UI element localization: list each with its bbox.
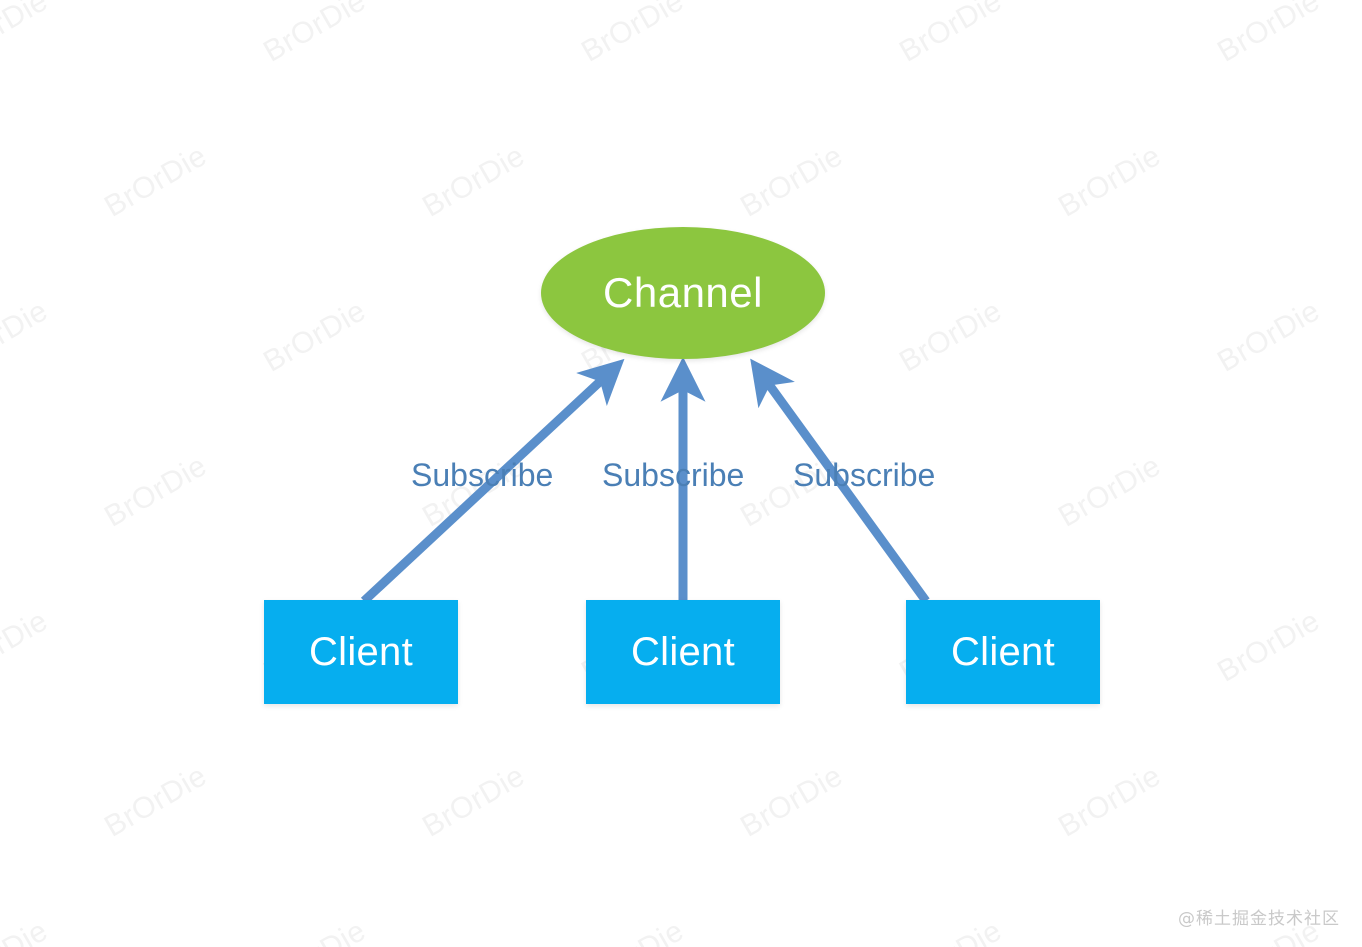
edge-label-middle: Subscribe xyxy=(602,457,745,493)
edge-arrow-left xyxy=(360,358,625,605)
channel-node[interactable]: Channel xyxy=(541,227,825,359)
edge-arrow-right xyxy=(750,358,930,604)
client-node-left[interactable]: Client xyxy=(264,600,458,704)
client-node-right[interactable]: Client xyxy=(906,600,1100,704)
edge-label-left: Subscribe xyxy=(411,457,554,493)
channel-node-label: Channel xyxy=(603,269,763,316)
edge-label-right: Subscribe xyxy=(793,457,936,493)
client-node-middle[interactable]: Client xyxy=(586,600,780,704)
client-node-label: Client xyxy=(630,630,736,674)
source-credit: @稀土掘金技术社区 xyxy=(1178,909,1340,929)
client-node-label: Client xyxy=(308,630,414,674)
client-node-label: Client xyxy=(950,630,1056,674)
